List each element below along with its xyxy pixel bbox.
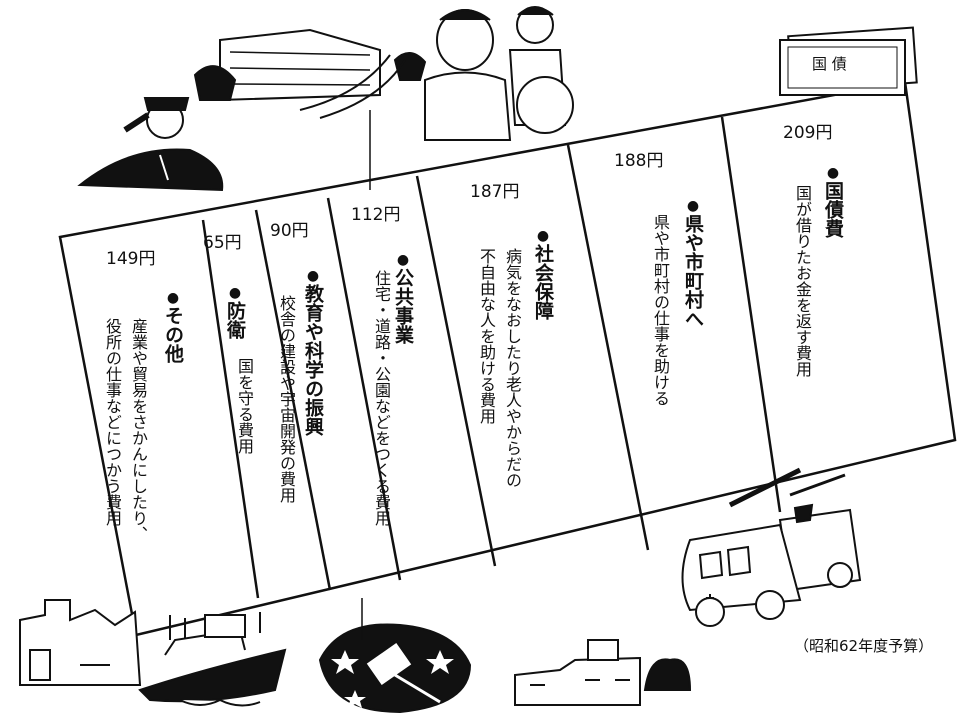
emergency-vehicles-illustration [681, 467, 862, 627]
bond-label: 国 債 [812, 55, 847, 73]
building-illustration [193, 28, 427, 190]
bullet-icon: ● [165, 290, 181, 306]
category-education-science: ●教育や科学の振興 [300, 268, 327, 436]
factory-ship-illustration [19, 599, 287, 707]
budget-banner [58, 80, 957, 637]
category-desc: 不自由な人を助ける費用 [477, 248, 496, 424]
category-title: 教育や科学の振興 [302, 284, 324, 436]
category-title: 県や市町村へ [682, 214, 704, 328]
amount-education-science: 90円 [270, 221, 309, 241]
category-desc: 校舎の建設や宇宙開発の費用 [277, 295, 296, 503]
category-local-governments: ●県や市町村へ [680, 198, 707, 328]
category-desc: 国を守る費用 [235, 358, 254, 454]
bullet-icon: ● [825, 165, 841, 181]
category-desc: 県や市町村の仕事を助ける [651, 214, 670, 406]
fiscal-year-note: （昭和62年度予算） [794, 637, 934, 655]
bullet-icon: ● [685, 198, 701, 214]
school-illustration [514, 639, 692, 706]
bullet-icon: ● [305, 268, 321, 284]
space-satellite-illustration [318, 598, 472, 714]
category-other: ●その他 [160, 290, 187, 363]
category-desc: 住宅・道路・公園などをつくる費用 [372, 270, 391, 526]
category-title: 社会保障 [532, 244, 554, 320]
amount-defense: 65円 [203, 233, 242, 253]
amount-other: 149円 [106, 249, 156, 269]
amount-public-works: 112円 [351, 205, 401, 225]
divider-1 [201, 219, 260, 599]
bullet-icon: ● [535, 228, 551, 244]
bullet-icon: ● [395, 252, 411, 268]
elderly-people-illustration [424, 6, 574, 141]
category-title: 防衛 [224, 301, 246, 339]
amount-local-governments: 188円 [614, 151, 664, 171]
bond-certificate-illustration [779, 26, 918, 96]
amount-national-debt: 209円 [783, 123, 833, 143]
category-defense: ●防衛 [222, 285, 249, 339]
bullet-icon: ● [227, 285, 243, 301]
category-title: 公共事業 [392, 268, 414, 344]
category-social-security: ●社会保障 [530, 228, 557, 320]
category-desc: 産業や貿易をさかんにしたり、 [129, 318, 148, 542]
category-national-debt: ●国債費 [820, 165, 847, 238]
category-title: その他 [162, 306, 184, 363]
amount-social-security: 187円 [470, 182, 520, 202]
police-officer-illustration [77, 97, 224, 192]
category-title: 国債費 [822, 181, 844, 238]
category-public-works: ●公共事業 [390, 252, 417, 344]
category-desc: 国が借りたお金を返す費用 [793, 185, 812, 377]
category-desc: 役所の仕事などにつかう費用 [103, 318, 122, 526]
category-desc: 病気をなおしたり老人やからだの [503, 248, 522, 488]
